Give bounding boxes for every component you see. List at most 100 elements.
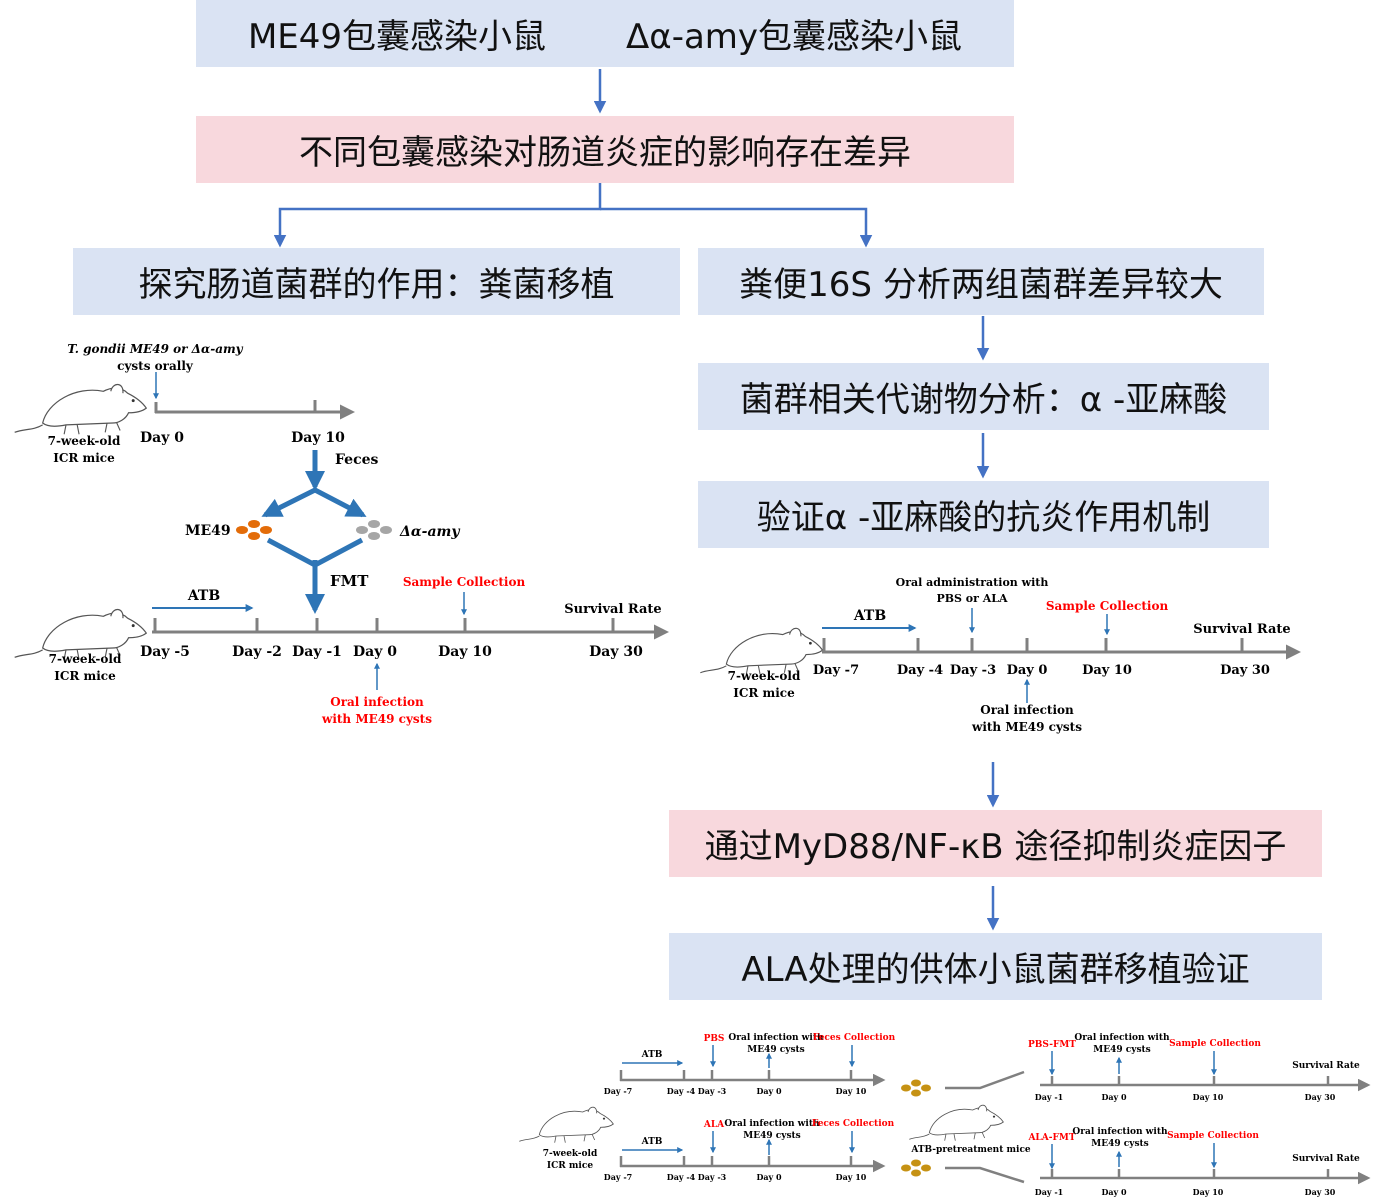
oral-infection-label: Oral infection with bbox=[1072, 1127, 1168, 1137]
difference-box: 不同包囊感染对肠道炎症的影响存在差异 bbox=[196, 116, 1014, 183]
sample-collection-label: Sample Collection bbox=[1046, 599, 1169, 613]
tick-day-7: Day -7 bbox=[813, 663, 859, 678]
tick-day-3: Day -3 bbox=[698, 1086, 727, 1096]
ala-fmt-box: ALA处理的供体小鼠菌群移植验证 bbox=[669, 933, 1322, 1000]
tick-day0: Day 0 bbox=[756, 1172, 782, 1182]
mice-age-label: 7-week-old bbox=[543, 1149, 598, 1159]
oral-infection-label: Oral infection bbox=[330, 695, 424, 709]
atb-label: ATB bbox=[187, 588, 221, 604]
feces-collection-label: Feces Collection bbox=[813, 1033, 896, 1043]
tick-day10: Day 10 bbox=[291, 430, 345, 446]
survival-rate-label: Survival Rate bbox=[1292, 1154, 1360, 1164]
amy-infection-label: Δα-amy包囊感染小鼠 bbox=[626, 17, 963, 57]
mice-strain-label: ICR mice bbox=[733, 686, 795, 700]
tick-day0: Day 0 bbox=[1007, 663, 1048, 678]
me49-feces-dots bbox=[236, 520, 272, 540]
mice-age-label: 7-week-old bbox=[48, 434, 121, 448]
cysts-orally-label: cysts orally bbox=[117, 359, 194, 373]
oral-admin-label: Oral administration with bbox=[896, 576, 1049, 589]
flow-arrows bbox=[273, 69, 1000, 931]
tick-day0: Day 0 bbox=[140, 430, 184, 446]
tick-day0: Day 0 bbox=[353, 644, 397, 660]
tick-day-7: Day -7 bbox=[604, 1086, 632, 1096]
oral-infection-cysts-label: with ME49 cysts bbox=[321, 712, 432, 726]
top-box: ME49包囊感染小鼠 Δα-amy包囊感染小鼠 bbox=[196, 0, 1014, 67]
tick-day-1: Day -1 bbox=[292, 644, 342, 660]
ala-feces-dots bbox=[901, 1159, 931, 1177]
oral-infection-label: Oral infection with bbox=[728, 1033, 824, 1043]
verify-mechanism-box: 验证α -亚麻酸的抗炎作用机制 bbox=[698, 481, 1269, 548]
fmt-label: FMT bbox=[330, 572, 369, 590]
tick-day10: Day 10 bbox=[836, 1172, 867, 1182]
tick-day-4: Day -4 bbox=[667, 1172, 696, 1182]
feces-label: Feces bbox=[335, 452, 379, 468]
myd88-box: 通过MyD88/NF-κB 途径抑制炎症因子 bbox=[669, 810, 1322, 877]
tick-day0: Day 0 bbox=[1101, 1092, 1127, 1102]
tick-day-5: Day -5 bbox=[140, 644, 190, 660]
pbs-or-ala-label: PBS or ALA bbox=[936, 592, 1008, 605]
16s-analysis-box: 粪便16S 分析两组菌群差异较大 bbox=[698, 248, 1264, 315]
tick-day30: Day 30 bbox=[589, 644, 643, 660]
transfer-lines bbox=[945, 1070, 1025, 1184]
tick-day30: Day 30 bbox=[1305, 1092, 1336, 1102]
pbs-feces-dots bbox=[901, 1079, 931, 1097]
me49-cysts-label: ME49 cysts bbox=[1093, 1045, 1150, 1055]
tick-day-4: Day -4 bbox=[667, 1086, 696, 1096]
atb-label: ATB bbox=[641, 1050, 663, 1060]
fmt-explore-box: 探究肠道菌群的作用：粪菌移植 bbox=[73, 248, 680, 315]
tick-day0: Day 0 bbox=[1101, 1187, 1127, 1197]
oral-infection-label: Oral infection with bbox=[1074, 1033, 1170, 1043]
ala-label: ALA bbox=[703, 1120, 725, 1130]
atb-label: ATB bbox=[641, 1137, 663, 1147]
bottom-fmt-scheme: ATB PBS Oral infection with ME49 cysts F… bbox=[518, 1033, 1371, 1197]
mouse-icon bbox=[14, 383, 147, 435]
amy-feces-dots bbox=[356, 520, 392, 540]
atb-pretreatment-label: ATB-pretreatment mice bbox=[910, 1145, 1031, 1155]
me49-label: ME49 bbox=[185, 523, 231, 539]
mouse-icon bbox=[699, 627, 824, 676]
tick-day10: Day 10 bbox=[438, 644, 492, 660]
me49-cysts-label: ME49 cysts bbox=[747, 1045, 804, 1055]
tick-day-3: Day -3 bbox=[698, 1172, 727, 1182]
tick-day10: Day 10 bbox=[836, 1086, 867, 1096]
tick-day10: Day 10 bbox=[1193, 1187, 1224, 1197]
sample-collection-label: Sample Collection bbox=[403, 575, 526, 589]
tick-day30: Day 30 bbox=[1305, 1187, 1336, 1197]
tick-day0: Day 0 bbox=[756, 1086, 782, 1096]
oral-infection-label: Oral infection with bbox=[724, 1119, 820, 1129]
sample-collection-label: Sample Collection bbox=[1167, 1131, 1259, 1141]
tick-day-7: Day -7 bbox=[604, 1172, 632, 1182]
mice-strain-label: ICR mice bbox=[54, 669, 116, 683]
sample-collection-label: Sample Collection bbox=[1169, 1039, 1261, 1049]
amy-label: Δα-amy bbox=[399, 524, 460, 540]
survival-rate-label: Survival Rate bbox=[1193, 622, 1290, 637]
tick-day10: Day 10 bbox=[1082, 663, 1132, 678]
pbs-fmt-label: PBS-FMT bbox=[1028, 1040, 1076, 1050]
tick-day-1: Day -1 bbox=[1035, 1092, 1063, 1102]
survival-rate-label: Survival Rate bbox=[1292, 1061, 1360, 1071]
pbs-label: PBS bbox=[704, 1034, 725, 1044]
me49-cysts-label: ME49 cysts bbox=[743, 1131, 800, 1141]
atb-label: ATB bbox=[853, 608, 887, 624]
mice-strain-label: ICR mice bbox=[53, 451, 115, 465]
tick-day-3: Day -3 bbox=[950, 663, 996, 678]
left-fmt-scheme: T. gondii ME49 or Δα-amy cysts orally 7-… bbox=[14, 342, 669, 726]
mice-age-label: 7-week-old bbox=[728, 669, 801, 683]
tick-day-4: Day -4 bbox=[897, 663, 943, 678]
mouse-icon bbox=[518, 1106, 614, 1144]
mice-strain-label: ICR mice bbox=[547, 1161, 593, 1171]
tick-day-2: Day -2 bbox=[232, 644, 282, 660]
ala-fmt-label: ALA-FMT bbox=[1027, 1133, 1075, 1143]
survival-rate-label: Survival Rate bbox=[564, 602, 661, 617]
cysts-label: T. gondii ME49 or Δα-amy bbox=[67, 342, 243, 356]
oral-infection-cysts-label: with ME49 cysts bbox=[971, 720, 1082, 734]
tick-day10: Day 10 bbox=[1193, 1092, 1224, 1102]
mice-age-label: 7-week-old bbox=[49, 652, 122, 666]
metabolite-box: 菌群相关代谢物分析：α -亚麻酸 bbox=[698, 363, 1269, 430]
me49-cysts-label: ME49 cysts bbox=[1091, 1139, 1148, 1149]
fmt-split-arrows bbox=[261, 450, 367, 614]
me49-infection-label: ME49包囊感染小鼠 bbox=[247, 17, 547, 57]
oral-infection-label: Oral infection bbox=[980, 703, 1074, 717]
feces-collection-label: Feces Collection bbox=[812, 1119, 895, 1129]
